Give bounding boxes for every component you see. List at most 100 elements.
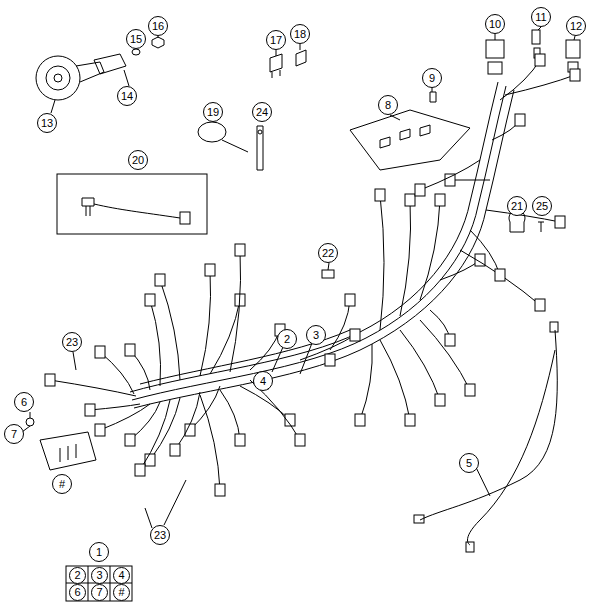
wire-branch bbox=[450, 180, 490, 181]
callout-number: 12 bbox=[566, 16, 586, 36]
callout-number: 15 bbox=[126, 29, 146, 49]
callout-number: 18 bbox=[290, 24, 310, 44]
callout-number: 24 bbox=[252, 102, 272, 122]
callout-number: 7 bbox=[91, 584, 108, 601]
plug-connector bbox=[375, 189, 385, 201]
callout-number: 9 bbox=[422, 68, 442, 88]
callout-number: 3 bbox=[91, 567, 108, 584]
callout-number: 22 bbox=[318, 243, 338, 263]
main-harness bbox=[130, 82, 514, 408]
wire-branch bbox=[200, 395, 220, 490]
plug-connector bbox=[45, 374, 55, 386]
cable bbox=[420, 330, 557, 520]
plug-connector bbox=[325, 354, 335, 366]
wire-branch bbox=[160, 280, 180, 380]
plug-connector bbox=[85, 404, 95, 416]
plug-connector bbox=[405, 414, 415, 426]
plug-connector bbox=[185, 424, 195, 436]
wire-branch bbox=[505, 75, 575, 95]
wire-branch bbox=[330, 300, 350, 350]
plug-connector bbox=[555, 216, 565, 228]
wire-branch bbox=[420, 160, 480, 190]
callout-number: 13 bbox=[37, 113, 57, 133]
plug-connector bbox=[465, 384, 475, 396]
wire-branch bbox=[150, 300, 161, 386]
callout-number: 14 bbox=[117, 86, 137, 106]
wire-branch bbox=[50, 380, 136, 396]
wire-branch bbox=[380, 340, 410, 420]
plug-connector bbox=[95, 346, 105, 358]
plug-connector bbox=[155, 274, 165, 286]
callout-number: 25 bbox=[532, 196, 552, 216]
callout-number: 23 bbox=[62, 332, 82, 352]
callout-number: 7 bbox=[4, 424, 24, 444]
plug-connector bbox=[535, 54, 545, 66]
callout-number: 8 bbox=[378, 95, 398, 115]
plug-connector bbox=[235, 434, 245, 446]
wire-branch bbox=[420, 200, 440, 300]
plug-connector bbox=[345, 294, 355, 306]
wire-branch bbox=[175, 392, 200, 450]
plug-connector bbox=[515, 114, 525, 126]
callout-number: 11 bbox=[531, 7, 551, 27]
callout-number: 2 bbox=[277, 329, 297, 349]
wire-branch bbox=[460, 250, 540, 305]
wire-branch bbox=[470, 230, 500, 275]
plug-connector bbox=[415, 184, 425, 196]
callout-number: 5 bbox=[459, 453, 479, 473]
callout-number: 23 bbox=[150, 525, 170, 545]
wire-branch bbox=[210, 300, 240, 374]
plug-connector bbox=[350, 329, 360, 341]
callout-number: 16 bbox=[148, 16, 168, 36]
plug-connector bbox=[295, 434, 305, 446]
wire-branch bbox=[380, 195, 384, 330]
wire-branch bbox=[230, 250, 241, 372]
plug-connector bbox=[495, 269, 505, 281]
leader-lines bbox=[22, 27, 575, 528]
wire-branch bbox=[400, 330, 440, 400]
plug-connector bbox=[445, 334, 455, 346]
callout-number: 21 bbox=[507, 196, 527, 216]
plug-connector bbox=[435, 194, 445, 206]
horn bbox=[36, 56, 104, 100]
plug-connector bbox=[145, 294, 155, 306]
plug-connector bbox=[125, 344, 135, 356]
callout-number: 6 bbox=[69, 584, 86, 601]
callout-number: 10 bbox=[485, 14, 505, 34]
callout-number: 6 bbox=[14, 392, 34, 412]
plug-connector bbox=[170, 444, 180, 456]
plug-connector bbox=[570, 69, 580, 81]
callout-number: 2 bbox=[69, 567, 86, 584]
wire-branch bbox=[220, 390, 240, 440]
plug-connector bbox=[235, 244, 245, 256]
callout-number: # bbox=[52, 474, 72, 494]
wire-branch bbox=[90, 404, 140, 410]
wire-branch bbox=[200, 270, 211, 376]
wire-branch bbox=[150, 398, 180, 460]
plug-connector bbox=[95, 424, 105, 436]
wire-branch bbox=[360, 344, 372, 420]
callout-number: 19 bbox=[203, 102, 223, 122]
callout-number: 1 bbox=[89, 542, 109, 562]
plug-connector bbox=[405, 194, 415, 206]
plug-connector bbox=[355, 414, 365, 426]
callout-number: 4 bbox=[253, 371, 273, 391]
wire-branch bbox=[400, 200, 411, 316]
callout-number: 17 bbox=[266, 30, 286, 50]
plug-connector bbox=[135, 464, 145, 476]
wire-branch bbox=[440, 260, 480, 280]
plug-connector bbox=[535, 299, 545, 311]
callout-number: 3 bbox=[306, 325, 326, 345]
callout-number: 4 bbox=[113, 567, 130, 584]
plug-connector bbox=[435, 394, 445, 406]
wire-branch bbox=[420, 320, 470, 390]
horn-bracket bbox=[94, 54, 126, 74]
callout-number: 20 bbox=[128, 150, 148, 170]
wire-branch bbox=[140, 400, 170, 470]
callout-number: # bbox=[113, 584, 130, 601]
plug-connector bbox=[125, 434, 135, 446]
plug-connector bbox=[205, 264, 215, 276]
plug-connector bbox=[215, 484, 225, 496]
